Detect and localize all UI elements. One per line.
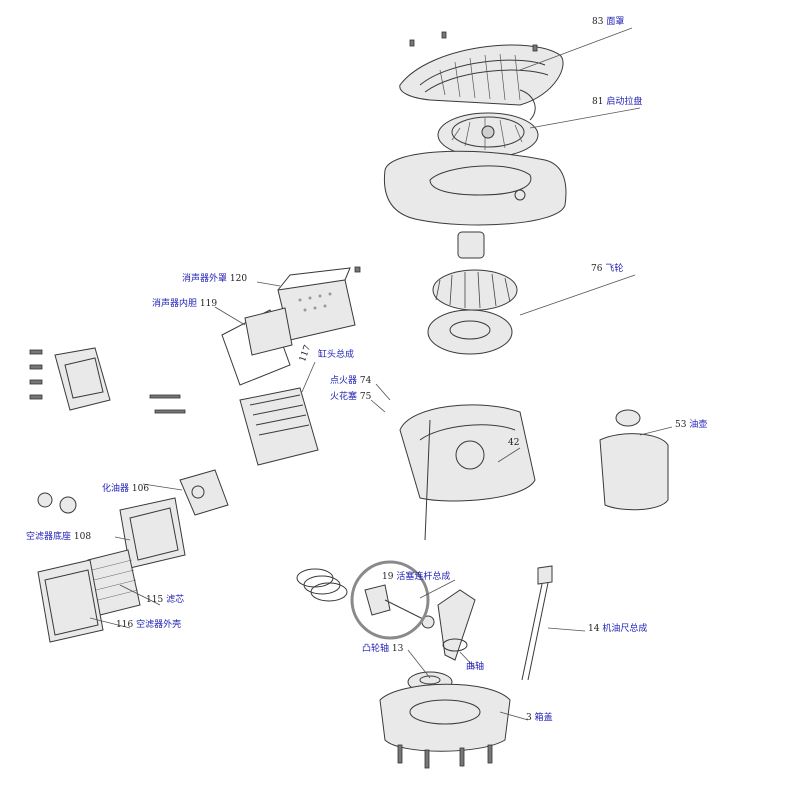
callout-number: 81 — [592, 97, 604, 107]
callout-text: 空滤器外壳 — [136, 620, 182, 630]
dipstick-part — [521, 565, 553, 681]
face-cover-part — [399, 44, 564, 121]
callout-cylinder-head: 缸头总成 — [318, 350, 354, 361]
callout-number: 42 — [508, 438, 520, 448]
carburetor-part — [179, 469, 229, 516]
callout-number: 106 — [131, 484, 150, 494]
callout-crankcase: 42 — [508, 438, 519, 449]
callout-muffler-cover: 消声器外罩 120 — [182, 274, 247, 285]
callout-text: 点火器 — [330, 376, 358, 386]
callout-carburetor: 化油器 106 — [102, 484, 149, 495]
callout-text: 凸轮轴 — [362, 644, 390, 654]
callout-number: 53 — [675, 420, 687, 430]
callout-crankshaft: 曲轴 — [466, 662, 484, 673]
callout-ignitor: 点火器 74 — [330, 376, 371, 387]
callout-number: 74 — [359, 376, 372, 386]
callout-text: 飞轮 — [605, 264, 624, 274]
callout-text: 曲轴 — [466, 662, 485, 672]
callout-text: 油壶 — [689, 420, 708, 430]
piston-connecting-rod-part — [364, 584, 435, 629]
callout-starter-disc: 81 启动拉盘 — [592, 97, 642, 108]
callout-dipstick: 14 机油尺总成 — [588, 624, 647, 635]
cylinder-head-part — [54, 347, 319, 466]
callout-number: 14 — [588, 624, 600, 634]
callout-camshaft: 凸轮轴 13 — [362, 644, 403, 655]
callout-oil-tank: 53 油壶 — [675, 420, 707, 431]
callout-text: 空滤器底座 — [26, 532, 72, 542]
muffler-part — [221, 266, 361, 386]
callout-number: 76 — [591, 264, 603, 274]
callout-face-cover: 83 面罩 — [592, 17, 624, 28]
callout-crankcase-cover: 3 箱盖 — [526, 713, 553, 724]
callout-text: 缸头总成 — [318, 350, 355, 360]
flywheel-part — [427, 231, 518, 355]
callout-filter-element: 115 滤芯 — [146, 595, 184, 606]
callout-air-filter-housing: 116 空滤器外壳 — [116, 620, 181, 631]
piston-rings-part — [296, 568, 348, 602]
callout-piston-rod: 19 活塞连杆总成 — [382, 572, 450, 583]
starter-disc-part — [437, 112, 539, 158]
crankcase-cover-part — [379, 683, 511, 769]
callout-text: 箱盖 — [534, 713, 553, 723]
callout-number: 108 — [73, 532, 92, 542]
callout-text: 滤芯 — [166, 595, 185, 605]
callout-number: 120 — [229, 274, 248, 284]
highlight-circle — [350, 560, 430, 640]
bolts-left — [29, 349, 186, 414]
callout-number: 3 — [526, 713, 532, 723]
callout-text: 火花塞 — [330, 392, 358, 402]
callout-spark-plug: 火花塞 75 — [330, 392, 371, 403]
callout-text: 化油器 — [102, 484, 130, 494]
callout-text: 活塞连杆总成 — [396, 572, 451, 582]
callout-number: 83 — [592, 17, 604, 27]
callout-number: 119 — [199, 299, 218, 309]
callout-air-filter-base: 空滤器底座 108 — [26, 532, 91, 543]
callout-text: 启动拉盘 — [606, 97, 643, 107]
callout-text: 机油尺总成 — [602, 624, 648, 634]
callout-number: 115 — [146, 595, 164, 605]
callout-muffler-liner: 消声器内胆 119 — [152, 299, 217, 310]
callout-number: 19 — [382, 572, 394, 582]
callout-number: 75 — [359, 392, 372, 402]
leader-lines — [89, 27, 673, 721]
screws-top — [409, 31, 538, 52]
callout-text: 消声器内胆 — [152, 299, 198, 309]
oil-tank-part — [599, 409, 669, 511]
callout-text: 面罩 — [606, 17, 625, 27]
fan-housing-part — [383, 150, 567, 226]
callout-number: 13 — [391, 644, 404, 654]
crankshaft-part — [437, 589, 476, 661]
callout-flywheel: 76 飞轮 — [591, 264, 623, 275]
callout-text: 消声器外罩 — [182, 274, 228, 284]
air-filter-part — [37, 492, 186, 643]
crankcase-part — [399, 404, 536, 541]
callout-number: 116 — [116, 620, 134, 630]
